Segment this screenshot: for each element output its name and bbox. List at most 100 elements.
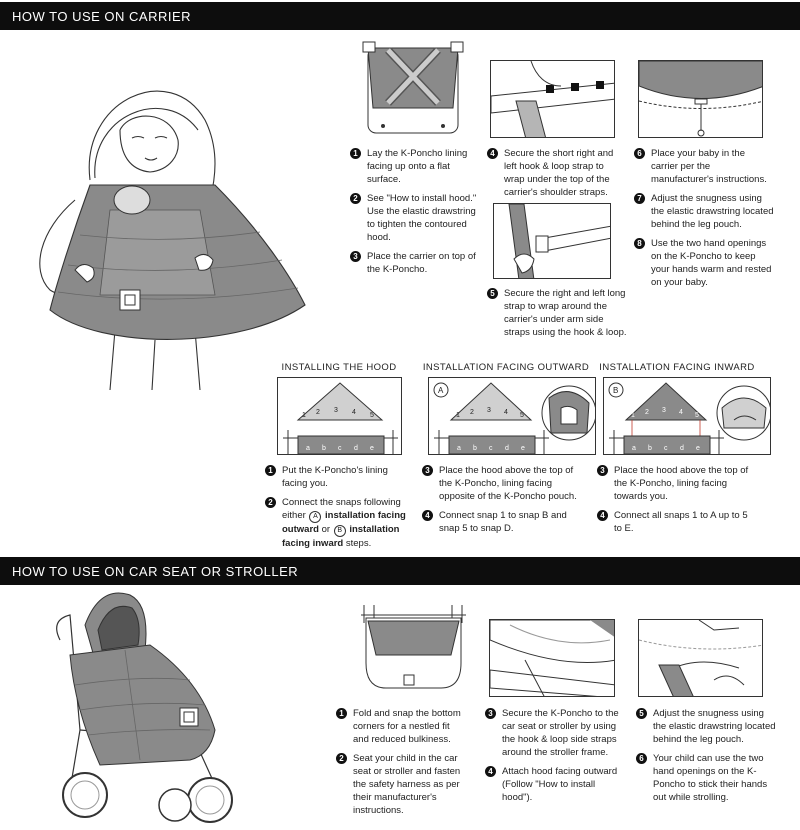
step-text: Secure the short right and left hook & l… <box>504 148 614 198</box>
inward-snap-4: 4 <box>679 409 683 416</box>
step-text: Use the two hand openings on the K-Ponch… <box>651 238 772 288</box>
step-number: 1 <box>350 148 361 159</box>
hood-step-2: 2 Connect the snaps following either A i… <box>265 496 415 550</box>
hood-snap-4: 4 <box>352 409 356 416</box>
inward-pouch-a: a <box>632 445 636 452</box>
person-carrier-illustration <box>20 60 320 390</box>
outward-title: INSTALLATION FACING OUTWARD <box>422 362 590 373</box>
step-number: 8 <box>634 238 645 249</box>
hood-snap-3: 3 <box>334 407 338 414</box>
hood-snap-5: 5 <box>370 412 374 419</box>
outward-pouch-a: a <box>457 445 461 452</box>
stroller-step-3: 3 Secure the K-Poncho to the car seat or … <box>485 707 623 759</box>
outward-steps: 3 Place the hood above the top of the K-P… <box>422 464 582 541</box>
inward-pouch-c: c <box>664 445 668 452</box>
step-number: 2 <box>336 753 347 764</box>
outward-snap-3: 3 <box>487 407 491 414</box>
label-a: A <box>438 386 444 395</box>
carrier-step-4-block: 4 Secure the short right and left hook & … <box>487 147 617 205</box>
carrier-section-header: HOW TO USE ON CARRIER <box>0 2 800 30</box>
step-text: Place the hood above the top of the K-Po… <box>439 465 577 502</box>
hood-steps-1-2: 1 Put the K-Poncho's lining facing you. 2… <box>265 464 415 556</box>
hood-step-1: 1 Put the K-Poncho's lining facing you. <box>265 464 415 490</box>
stroller-illustration <box>40 590 250 825</box>
outward-snap-5: 5 <box>520 412 524 419</box>
inward-title: INSTALLATION FACING INWARD <box>599 362 755 373</box>
pouch-snap-e: e <box>370 445 374 452</box>
stroller-steps-3-4: 3 Secure the K-Poncho to the car seat or … <box>485 707 623 810</box>
step-number: 3 <box>350 251 361 262</box>
hood-snap-1: 1 <box>302 412 306 419</box>
outward-snap-2: 2 <box>470 409 474 416</box>
step-number: 3 <box>597 465 608 476</box>
step-text: Put the K-Poncho's lining facing you. <box>282 465 388 489</box>
hood-snap-2: 2 <box>316 409 320 416</box>
step-number: 2 <box>265 497 276 508</box>
installing-hood-title: INSTALLING THE HOOD <box>281 362 397 373</box>
step-text: Connect the snaps following either A ins… <box>282 496 415 550</box>
carrier-section-title: HOW TO USE ON CARRIER <box>12 9 192 24</box>
label-b: B <box>613 386 618 395</box>
outward-hood-diagram: A 1 2 3 4 5 a b c d e <box>428 377 596 455</box>
step-text: Place the carrier on top of the K-Poncho… <box>367 251 476 275</box>
stroller-fold-illustration <box>356 593 471 693</box>
inward-step-3: 3 Place the hood above the top of the K-P… <box>597 464 757 503</box>
step-text: Your child can use the two hand openings… <box>653 753 768 803</box>
stroller-step-2: 2 Seat your child in the car seat or stro… <box>336 752 464 817</box>
installing-hood-diagram: 1 2 3 4 5 a b c d e <box>277 377 402 455</box>
step-number: 6 <box>636 753 647 764</box>
carrier-flat-illustration <box>358 38 468 138</box>
circle-a-icon: A <box>309 511 322 523</box>
inward-snap-3: 3 <box>662 407 666 414</box>
step-text: Secure the right and left long strap to … <box>504 288 627 338</box>
inward-steps: 3 Place the hood above the top of the K-P… <box>597 464 757 541</box>
outward-snap-4: 4 <box>504 409 508 416</box>
carrier-step-3: 3 Place the carrier on top of the K-Ponch… <box>350 250 480 276</box>
stroller-step-6: 6 Your child can use the two hand opening… <box>636 752 778 804</box>
pouch-snap-d: d <box>354 445 358 452</box>
circle-b-icon: B <box>333 525 346 537</box>
inward-snap-1: 1 <box>631 412 635 419</box>
outward-step-3: 3 Place the hood above the top of the K-P… <box>422 464 582 503</box>
stroller-frame-strap-illustration <box>489 619 615 697</box>
outward-snap-1: 1 <box>456 412 460 419</box>
step-text: Seat your child in the car seat or strol… <box>353 753 461 816</box>
outward-pouch-d: d <box>505 445 509 452</box>
carrier-step-4: 4 Secure the short right and left hook & … <box>487 147 617 199</box>
step-number: 2 <box>350 193 361 204</box>
stroller-section-header: HOW TO USE ON CAR SEAT OR STROLLER <box>0 557 800 585</box>
hood-step-2-pre: Connect the snaps following either <box>282 497 401 521</box>
step-text: Place the hood above the top of the K-Po… <box>614 465 749 502</box>
strap-side-illustration <box>493 203 611 279</box>
step-number: 1 <box>265 465 276 476</box>
inward-hood-diagram: B 1 2 3 4 5 a b c d e <box>603 377 771 455</box>
step-number: 3 <box>422 465 433 476</box>
outward-emphasis: installation facing outward <box>282 510 406 535</box>
carrier-step-8: 8 Use the two hand openings on the K-Ponc… <box>634 237 774 289</box>
pouch-snap-a: a <box>306 445 310 452</box>
inward-pouch-e: e <box>696 445 700 452</box>
step-text: Secure the K-Poncho to the car seat or s… <box>502 708 619 758</box>
step-text: Fold and snap the bottom corners for a n… <box>353 708 461 745</box>
step-text: Place your baby in the carrier per the m… <box>651 148 767 185</box>
pouch-snap-b: b <box>322 445 326 452</box>
drawstring-illustration <box>638 60 763 138</box>
inward-pouch-b: b <box>648 445 652 452</box>
outward-pouch-e: e <box>521 445 525 452</box>
step-number: 4 <box>487 148 498 159</box>
inward-snap-2: 2 <box>645 409 649 416</box>
inward-pouch-d: d <box>680 445 684 452</box>
step-number: 3 <box>485 708 496 719</box>
step-number: 7 <box>634 193 645 204</box>
